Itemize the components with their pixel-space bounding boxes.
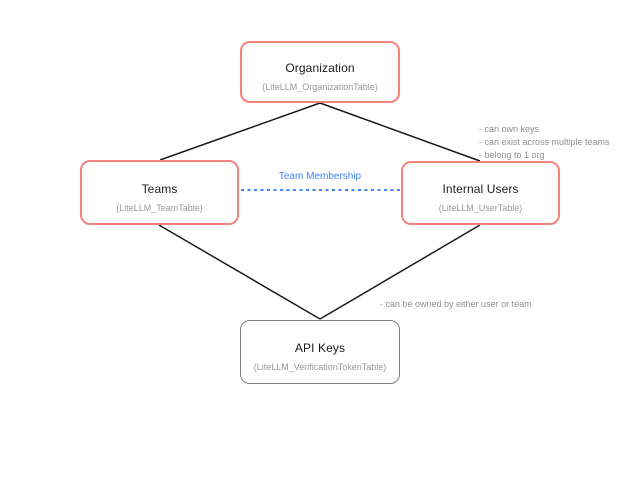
node-organization: Organization (LiteLLM_OrganizationTable)	[240, 41, 400, 103]
node-subtitle: (LiteLLM_VerificationTokenTable)	[253, 362, 387, 372]
edge-teams-api-keys	[158, 224, 321, 320]
api-keys-annotation: - can be owned by either user or team	[380, 299, 532, 309]
node-api-keys: API Keys (LiteLLM_VerificationTokenTable…	[240, 320, 400, 384]
node-title: Internal Users	[442, 182, 519, 196]
node-internal-users: Internal Users (LiteLLM_UserTable)	[401, 161, 560, 225]
edge-organization-teams	[159, 102, 321, 161]
node-subtitle: (LiteLLM_OrganizationTable)	[262, 82, 378, 92]
edge-organization-internal-users	[319, 102, 481, 162]
team-membership-edge-label: Team Membership	[278, 171, 362, 182]
node-subtitle: (LiteLLM_TeamTable)	[116, 202, 203, 213]
internal-users-annotations: - can own keys - can exist across multip…	[479, 123, 610, 162]
annotation-line: - can own keys	[479, 124, 540, 134]
node-subtitle: (LiteLLM_UserTable)	[438, 203, 523, 213]
annotation-line: - can exist across multiple teams	[479, 137, 610, 147]
node-title: Teams	[141, 181, 178, 196]
edge-internal-users-api-keys	[319, 224, 481, 320]
annotation-line: - belong to 1 org	[479, 150, 545, 160]
node-title: Organization	[285, 61, 355, 75]
node-teams: Teams (LiteLLM_TeamTable)	[80, 160, 239, 225]
node-title: API Keys	[294, 341, 346, 355]
